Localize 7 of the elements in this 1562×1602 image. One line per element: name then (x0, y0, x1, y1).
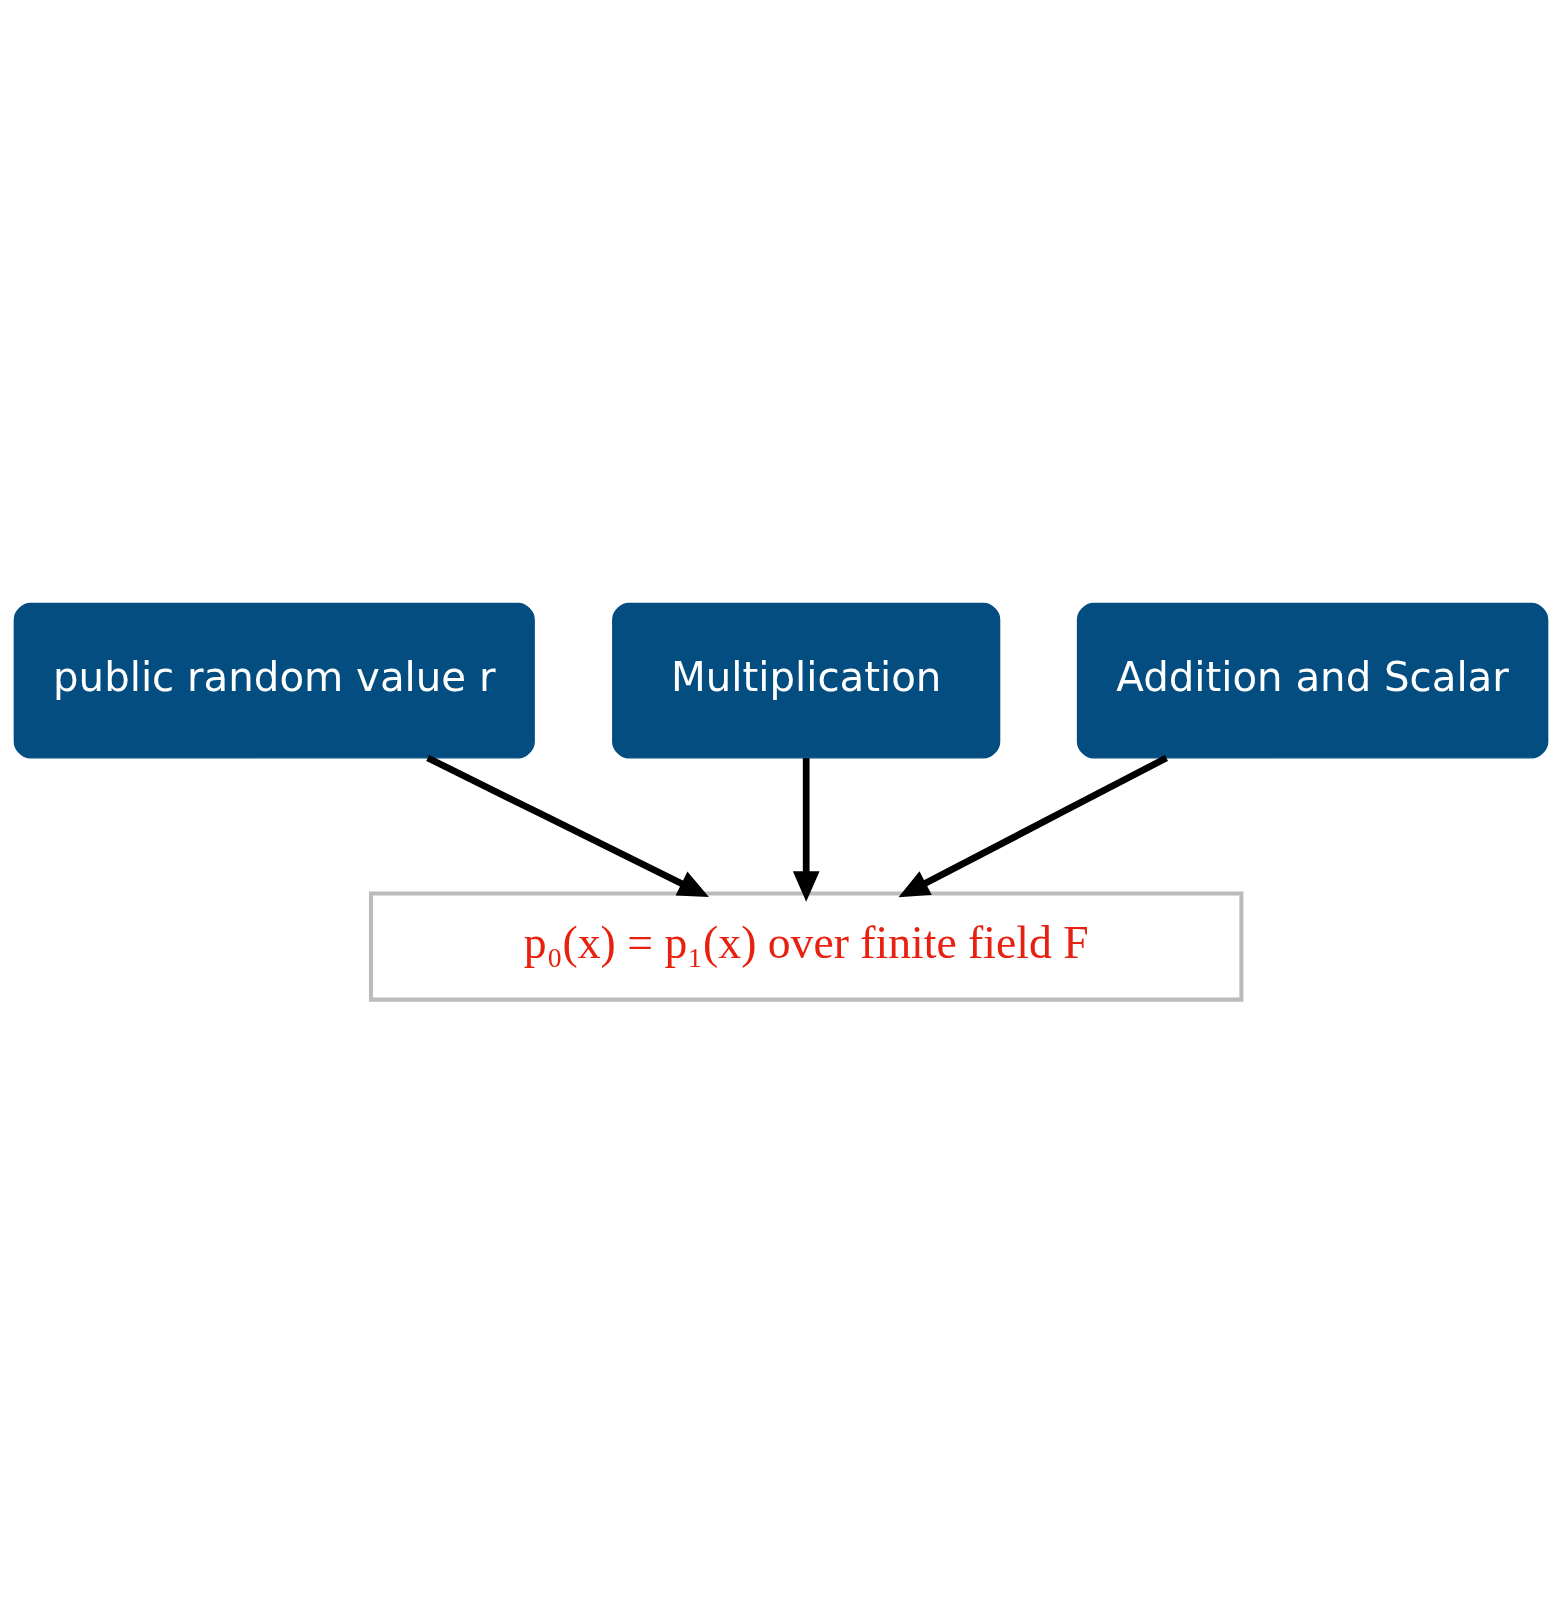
arrow (792, 757, 820, 902)
node-box: public random value r (13, 602, 535, 758)
arrow (426, 754, 709, 897)
node-box: p₀(x) = p₁(x) over finite field F (368, 891, 1244, 1002)
node-box: Addition and Scalar (1076, 602, 1549, 758)
arrow (898, 754, 1168, 897)
node-box: Multiplication (612, 602, 1001, 758)
